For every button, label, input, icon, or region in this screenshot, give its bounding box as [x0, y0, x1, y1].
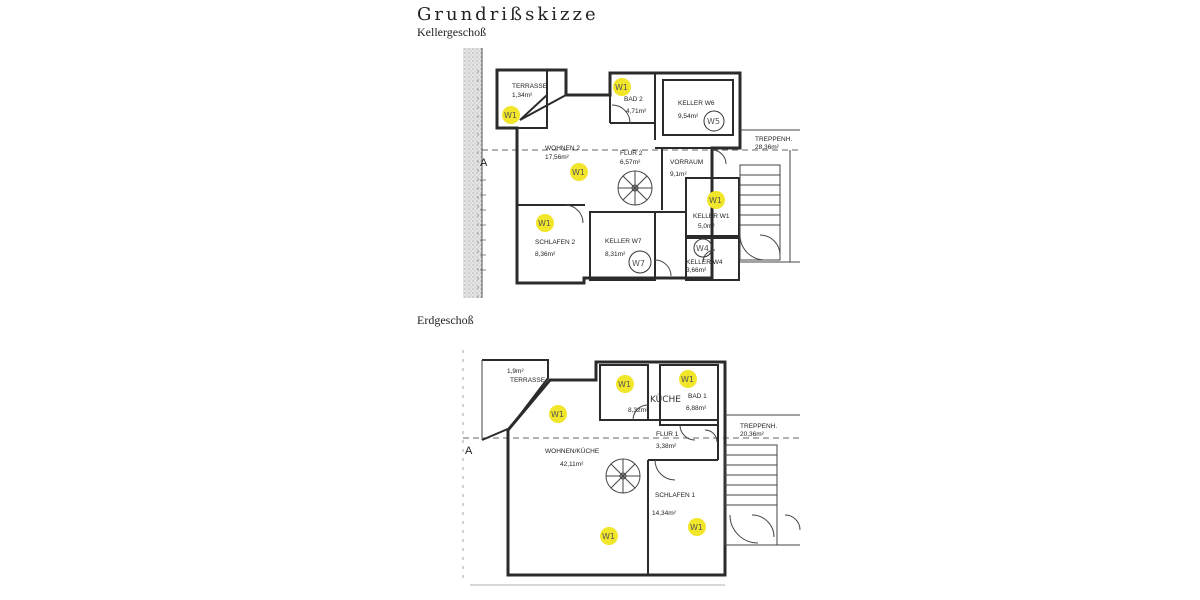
ground-room-labels: 1,9m² TERRASSE 8,32m² BAD 1 6,88m² TREPP… [507, 368, 777, 517]
svg-text:W1: W1 [551, 410, 564, 419]
room-name: TERRASSE [512, 83, 548, 90]
marker-w1-icon: W1 [549, 405, 567, 423]
room-area: 14,34m² [652, 510, 677, 517]
room-area: 5,0m² [698, 223, 715, 230]
room-name: FLUR 1 [656, 431, 679, 438]
room-name: TERRASSE [510, 377, 546, 384]
marker-w1-icon: W1 [502, 106, 520, 124]
svg-text:W7: W7 [632, 259, 645, 268]
room-area: 3,66m² [686, 267, 707, 274]
room-name: SCHLAFEN 2 [535, 239, 575, 246]
basement-plan: A [0, 0, 800, 298]
basement-markers: W1 W1 W1 W1 W1 W1 [0, 0, 725, 232]
handwritten-label: KÜCHE [650, 394, 681, 405]
floor-label-erd: Erdgeschoß [417, 313, 474, 327]
svg-text:W1: W1 [572, 168, 585, 177]
room-area: 9,54m² [678, 113, 699, 120]
room-area: 4,71m² [626, 108, 647, 115]
svg-text:W1: W1 [618, 380, 631, 389]
basement-handwritten: W5 W4 W7 [628, 110, 725, 274]
marker-w1-icon: W1 [679, 370, 697, 388]
room-area: 8,32m² [628, 407, 649, 414]
spiral-stair [605, 458, 641, 494]
room-name: VORRAUM [670, 159, 703, 166]
section-mark: A [465, 445, 473, 457]
room-name: KELLER W1 [693, 213, 730, 220]
section-mark: A [480, 157, 488, 169]
handwritten-w5-icon: W5 [703, 110, 725, 132]
marker-w1-icon: W1 [570, 163, 588, 181]
room-name: KELLER W6 [678, 100, 715, 107]
ground-markers: W1 W1 W1 W1 W1 [549, 370, 706, 545]
handwritten-w7-icon: W7 [628, 250, 652, 274]
svg-text:W5: W5 [707, 117, 720, 126]
room-area: 6,88m² [686, 405, 707, 412]
marker-w1-icon: W1 [613, 78, 631, 96]
marker-w1-icon: W1 [616, 375, 634, 393]
room-name: BAD 1 [688, 393, 707, 400]
marker-w1-icon: W1 [600, 527, 618, 545]
room-area: 1,34m² [512, 92, 533, 99]
room-name: TREPPENH. [755, 136, 792, 143]
svg-text:W1: W1 [681, 375, 694, 384]
floor-label-keller: Kellergeschoß [417, 25, 487, 39]
room-area: 9,1m² [670, 171, 687, 178]
room-name: KELLER W7 [605, 238, 642, 245]
svg-text:W1: W1 [709, 196, 722, 205]
room-area: 20,36m² [740, 431, 765, 438]
room-area: 42,11m² [560, 461, 584, 468]
terrain-strip [463, 48, 482, 298]
marker-w1-icon: W1 [0, 0, 13, 2]
stairwell [724, 414, 801, 546]
room-name: WOHNEN/KÜCHE [545, 447, 600, 455]
svg-text:W1: W1 [504, 111, 517, 120]
svg-text:W4: W4 [696, 244, 709, 253]
page-title: Grundrißskizze [417, 4, 599, 25]
ground-floor-plan: A [462, 350, 801, 586]
room-name: FLUR 2 [620, 150, 643, 157]
room-area: 8,36m² [535, 251, 556, 258]
marker-w1-icon: W1 [707, 191, 725, 209]
room-area: 3,38m² [656, 443, 677, 450]
svg-text:W1: W1 [0, 0, 13, 2]
room-area: 17,56m² [545, 154, 570, 161]
svg-text:W1: W1 [602, 532, 615, 541]
room-name: WOHNEN 2 [545, 145, 580, 152]
spiral-stair [617, 170, 653, 206]
svg-text:W1: W1 [690, 523, 703, 532]
stairwell [739, 129, 800, 263]
basement-room-labels: TERRASSE 1,34m² BAD 2 4,71m² KELLER W6 9… [512, 83, 792, 274]
svg-text:W1: W1 [615, 83, 628, 92]
svg-text:W1: W1 [538, 219, 551, 228]
room-name: SCHLAFEN 1 [655, 492, 695, 499]
room-name: BAD 2 [624, 96, 643, 103]
room-area: 1,9m² [507, 368, 524, 375]
marker-w1-icon: W1 [536, 214, 554, 232]
room-name: TREPPENH. [740, 423, 777, 430]
room-area: 28,36m² [755, 144, 780, 151]
room-name: KELLER W4 [686, 259, 723, 266]
marker-w1-icon: W1 [688, 518, 706, 536]
room-area: 6,57m² [620, 159, 641, 166]
handwritten-w4-icon: W4 [693, 238, 713, 258]
room-area: 8,31m² [605, 251, 626, 258]
